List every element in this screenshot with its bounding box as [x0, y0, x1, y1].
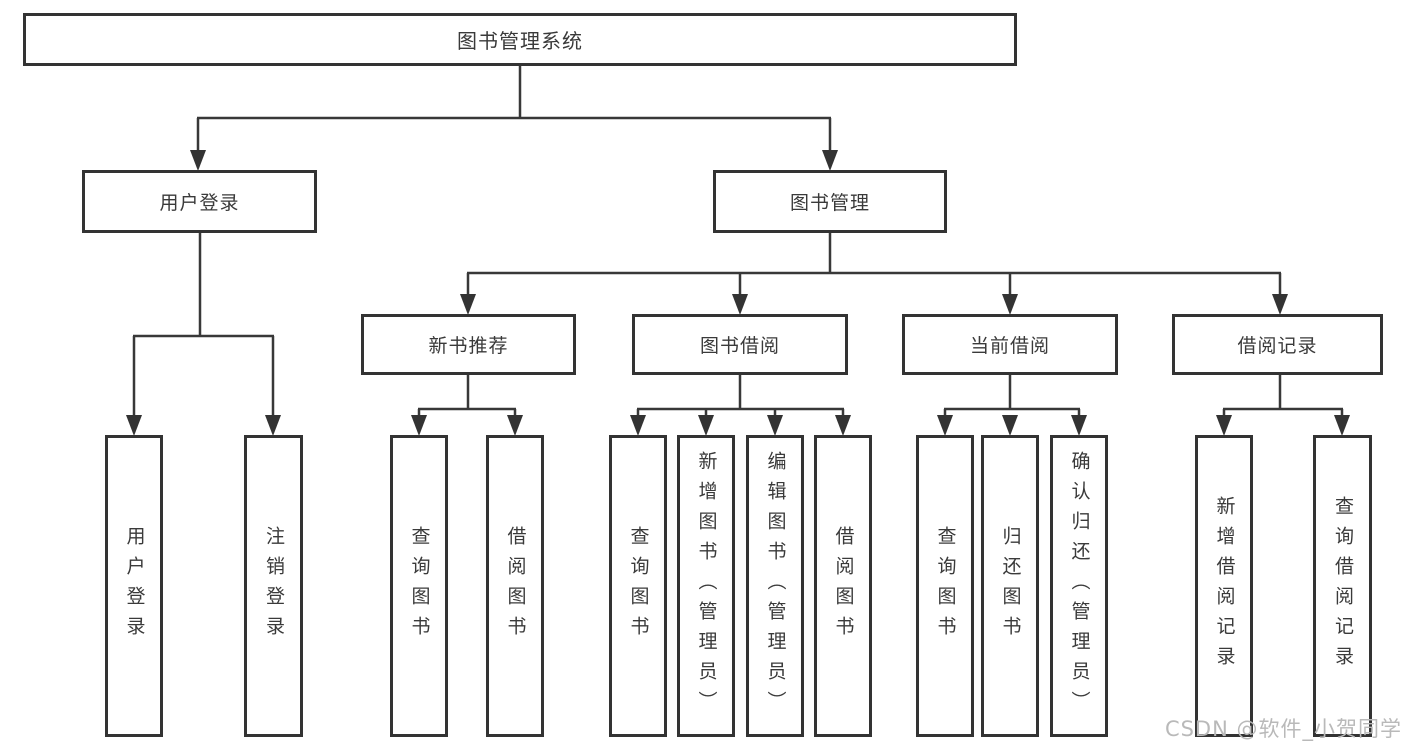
- leaf-query-books-3: 查询图书: [916, 435, 974, 737]
- watermark: CSDN @软件_小贺同学: [1164, 717, 1402, 741]
- leaf-query-borrow-record: 查询借阅记录: [1313, 435, 1372, 737]
- leaf-confirm-return-admin: 确认归还（管理员）: [1050, 435, 1108, 737]
- leaf-borrow-books-2: 借阅图书: [814, 435, 872, 737]
- leaf-query-books-2: 查询图书: [609, 435, 667, 737]
- leaf-edit-book-admin: 编辑图书（管理员）: [746, 435, 804, 737]
- node-new-book-recommend: 新书推荐: [361, 314, 576, 375]
- node-library-management-system: 图书管理系统: [23, 13, 1017, 66]
- node-book-management: 图书管理: [713, 170, 947, 233]
- node-user-login: 用户登录: [82, 170, 317, 233]
- leaf-borrow-books-1: 借阅图书: [486, 435, 544, 737]
- node-book-borrowing: 图书借阅: [632, 314, 848, 375]
- leaf-add-book-admin: 新增图书（管理员）: [677, 435, 735, 737]
- node-current-borrowing: 当前借阅: [902, 314, 1118, 375]
- leaf-return-books: 归还图书: [981, 435, 1039, 737]
- leaf-logout: 注销登录: [244, 435, 303, 737]
- connector-segments: [132, 65, 1344, 419]
- node-borrowing-records: 借阅记录: [1172, 314, 1383, 375]
- leaf-query-books-1: 查询图书: [390, 435, 448, 737]
- leaf-add-borrow-record: 新增借阅记录: [1195, 435, 1253, 737]
- arrowheads: [126, 150, 1350, 436]
- leaf-user-login: 用户登录: [105, 435, 163, 737]
